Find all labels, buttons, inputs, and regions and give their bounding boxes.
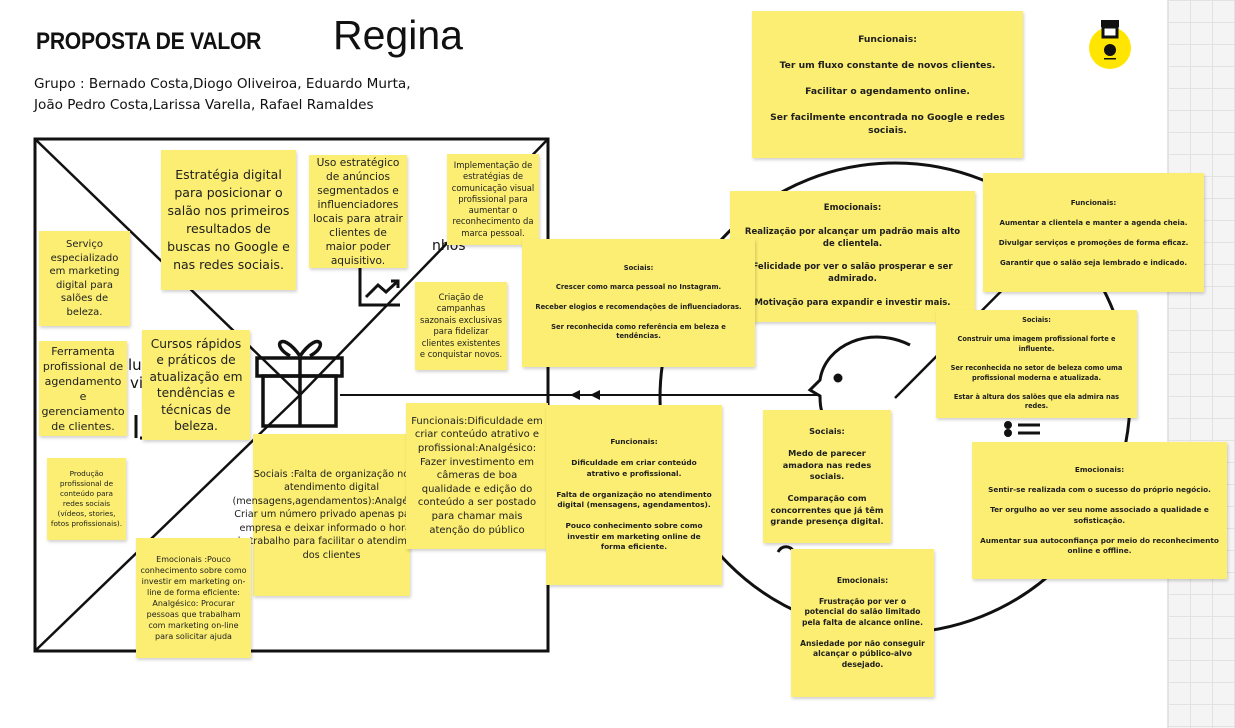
sticky-note[interactable]: Sociais: Crescer como marca pessoal no I…: [522, 239, 755, 367]
client-name: Regina: [333, 12, 463, 58]
services-label-fragment: vi: [130, 374, 144, 392]
sticky-note[interactable]: Emocionais: Sentir-se realizada com o su…: [972, 442, 1227, 579]
group-line-1: Grupo : Bernado Costa,Diogo Oliveiroa, E…: [34, 76, 411, 92]
sticky-note[interactable]: Emocionais: Frustração por ver o potenci…: [791, 549, 934, 697]
sticky-note[interactable]: Funcionais: Aumentar a clientela e mante…: [983, 173, 1204, 292]
sticky-note[interactable]: Implementação de estratégias de comunica…: [447, 154, 539, 245]
group-members: Grupo : Bernado Costa,Diogo Oliveiroa, E…: [34, 74, 454, 116]
sticky-note[interactable]: Serviço especializado em marketing digit…: [39, 231, 130, 326]
sticky-note[interactable]: Sociais: Medo de parecer amadora nas red…: [763, 410, 891, 543]
sticky-note[interactable]: Ferramenta profissional de agendamento e…: [39, 341, 127, 436]
sticky-note[interactable]: Estratégia digital para posicionar o sal…: [161, 150, 296, 290]
group-line-2: João Pedro Costa,Larissa Varella, Rafael…: [34, 97, 374, 113]
sticky-note[interactable]: Emocionais: Realização por alcançar um p…: [730, 191, 975, 322]
logo-icon: [1089, 20, 1131, 69]
sticky-note[interactable]: Produção profissional de conteúdo para r…: [47, 458, 126, 540]
page-title: PROPOSTA DE VALOR: [36, 28, 262, 55]
sticky-note[interactable]: Emocionais :Pouco conhecimento sobre com…: [136, 538, 251, 658]
customer-jobs-icon: [1004, 421, 1040, 437]
side-grid-panel: [1167, 0, 1235, 728]
sticky-note[interactable]: Sociais :Falta de organização no atendim…: [232, 434, 431, 596]
sticky-note[interactable]: Sociais: Construir uma imagem profission…: [936, 310, 1137, 418]
sticky-note[interactable]: Cursos rápidos e práticos de atualização…: [142, 330, 250, 440]
sticky-note[interactable]: Uso estratégico de anúncios segmentados …: [309, 155, 407, 268]
fit-arrow-left-head: [570, 390, 580, 400]
sticky-note[interactable]: Funcionais:Dificuldade em criar conteúdo…: [406, 403, 548, 549]
products-label-fragment: lu: [128, 356, 142, 374]
gift-icon: [255, 339, 344, 428]
sticky-note[interactable]: Funcionais: Ter um fluxo constante de no…: [752, 11, 1023, 158]
gains-chart-icon: [358, 268, 400, 307]
sticky-note[interactable]: Funcionais: Dificuldade em criar conteúd…: [546, 405, 722, 585]
sticky-note[interactable]: Criação de campanhas sazonais exclusivas…: [415, 282, 507, 370]
fit-arrow-right-head: [590, 390, 600, 400]
